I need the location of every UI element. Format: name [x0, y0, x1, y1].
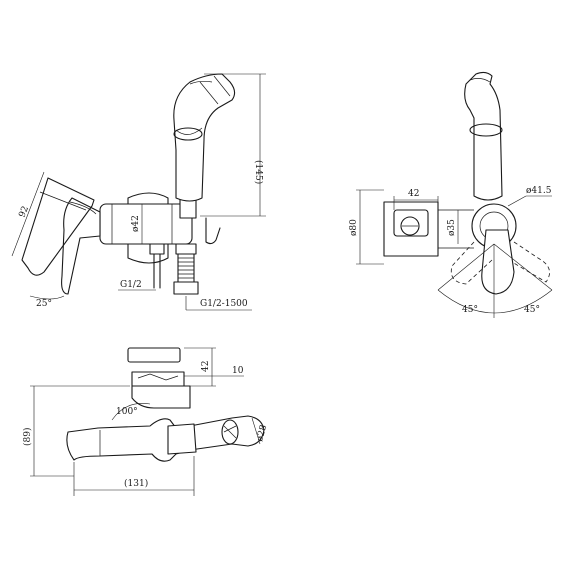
hose: [178, 253, 194, 279]
lever-rotated: [21, 177, 95, 276]
thread-g12-label: G1/2: [120, 280, 142, 290]
angle-right-label: 45°: [524, 305, 540, 315]
lever-handle: [61, 197, 101, 295]
front-view: 45° 45° 42 ø80 ø35 ø41.5: [349, 71, 553, 318]
dim-phi35-label: ø35: [447, 219, 457, 236]
top-flange: [127, 347, 181, 363]
top-body: [131, 385, 191, 409]
dim-25deg-label: 25°: [36, 299, 52, 309]
top-dim-10-label: 10: [232, 366, 244, 376]
top-lever: [167, 423, 197, 455]
top-dim-42-label: 42: [201, 361, 211, 372]
dim-92-label: 92: [18, 205, 32, 219]
dim-89-label: (89): [22, 428, 33, 446]
dim-145-label: (145): [253, 160, 264, 184]
hose-label: G1/2-1500: [200, 299, 248, 309]
dim-phi80-label: ø80: [349, 219, 359, 236]
connector: [149, 243, 165, 255]
front-lever: [481, 229, 515, 295]
hand-shower: [173, 73, 236, 202]
dim-100deg-label: 100°: [116, 407, 138, 417]
dim-phi28-label: ø28: [255, 424, 269, 443]
mixer-body: [99, 203, 193, 245]
top-hand-shower: [66, 415, 265, 462]
dim-phi42-label: ø42: [131, 215, 141, 232]
top-view: 42 10 (89) 100° ø28 (131): [22, 347, 269, 496]
wall-flange: [127, 192, 169, 264]
dim-131-label: (131): [124, 478, 148, 489]
side-view: (145) ø42 92 25° G1/2 G1/2-1500: [11, 73, 266, 311]
angle-left-label: 45°: [462, 305, 478, 315]
dim-phi415-label: ø41.5: [526, 186, 552, 196]
front-dim-42-label: 42: [408, 189, 419, 199]
